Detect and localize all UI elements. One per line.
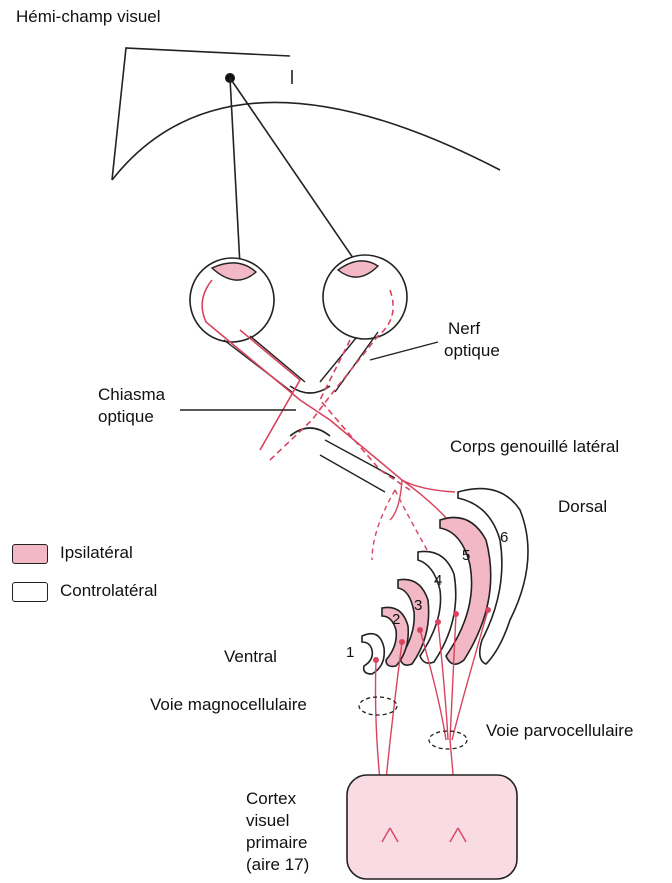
magno-bundle-ring: [359, 697, 397, 715]
label-lgn: Corps genouillé latéral: [450, 436, 619, 458]
label-optic-nerve-2: optique: [444, 340, 500, 362]
optic-chiasm: [290, 386, 330, 436]
layer-number-5: 5: [462, 547, 470, 564]
nerve-leader: [370, 342, 438, 360]
label-cortex-2: visuel: [246, 810, 289, 832]
label-chiasm-2: optique: [98, 406, 154, 428]
lgn-entry-dashed: [372, 490, 430, 560]
label-hemifield: Hémi-champ visuel: [16, 6, 161, 28]
right-retina-fiber-2: [320, 340, 410, 490]
left-retina-fiber-2: [240, 330, 300, 450]
optic-tract: [320, 440, 395, 492]
legend-swatch-ipsilateral: [12, 544, 48, 564]
legend-swatch-contralateral: [12, 582, 48, 602]
label-dorsal: Dorsal: [558, 496, 607, 518]
label-cortex-3: primaire: [246, 832, 307, 854]
layer-number-2: 2: [392, 611, 400, 628]
label-chiasm-1: Chiasma: [98, 384, 165, 406]
visual-field-arc: [112, 102, 500, 180]
label-cortex-1: Cortex: [246, 788, 296, 810]
label-optic-nerve-1: Nerf: [448, 318, 480, 340]
layer-number-3: 3: [414, 597, 422, 614]
label-magno: Voie magnocellulaire: [150, 694, 307, 716]
label-ventral: Ventral: [224, 646, 277, 668]
left-optic-nerve: [224, 336, 305, 392]
primary-visual-cortex: [347, 775, 517, 879]
layer-number-4: 4: [434, 572, 442, 589]
layer-number-1: 1: [346, 644, 354, 661]
layer-number-6: 6: [500, 529, 508, 546]
lgn-layer-1: [362, 634, 384, 674]
legend-label-contralateral: Controlatéral: [60, 580, 157, 602]
label-cortex-4: (aire 17): [246, 854, 309, 876]
label-parvo: Voie parvocellulaire: [486, 720, 633, 742]
legend-label-ipsilateral: Ipsilatéral: [60, 542, 133, 564]
